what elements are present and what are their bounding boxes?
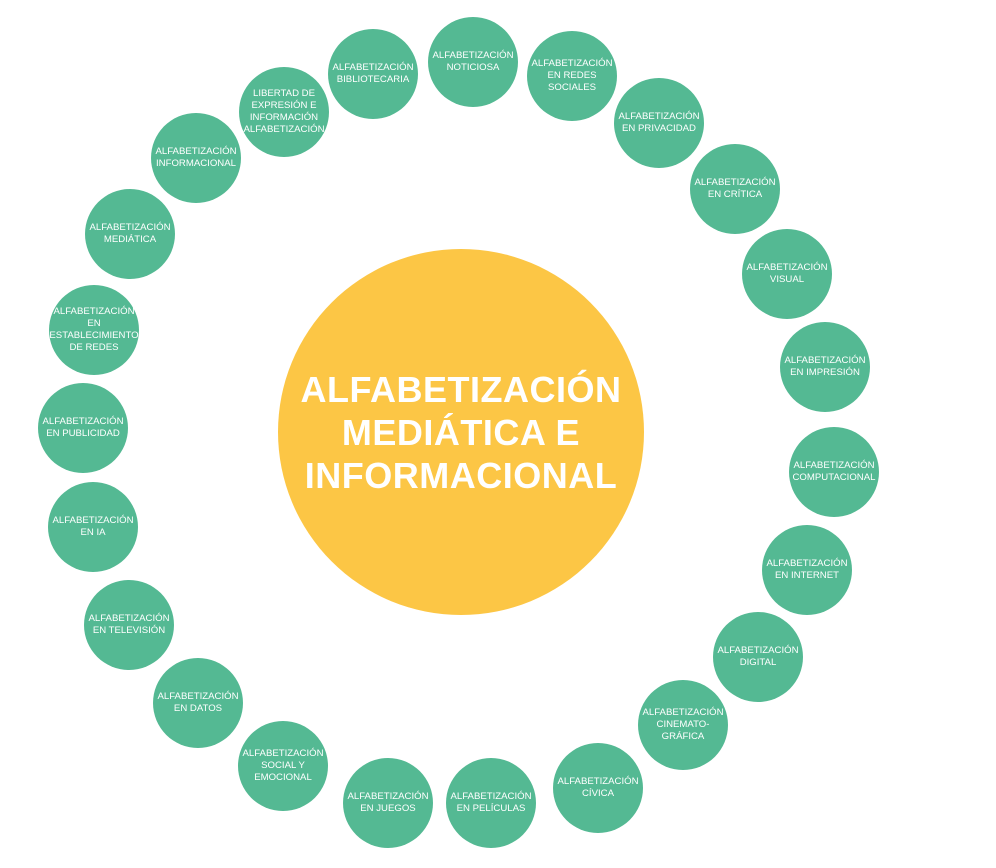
node-label: ALFABETIZACIÓN CÍVICA <box>557 776 639 799</box>
node-circle: ALFABETIZACIÓN INFORMACIONAL <box>151 113 241 203</box>
node-label: ALFABETIZACIÓN EN PUBLICIDAD <box>42 416 124 439</box>
node-circle: ALFABETIZACIÓN EN TELEVISIÓN <box>84 580 174 670</box>
node-label: ALFABETIZACIÓN EN PELÍCULAS <box>450 791 532 814</box>
node-circle: ALFABETIZACIÓN NOTICIOSA <box>428 17 518 107</box>
node-label: ALFABETIZACIÓN EN INTERNET <box>766 558 848 581</box>
node-label: ALFABETIZACIÓN EN JUEGOS <box>347 791 429 814</box>
node-circle: ALFABETIZACIÓN EN PELÍCULAS <box>446 758 536 848</box>
center-title: ALFABETIZACIÓN MEDIÁTICA E INFORMACIONAL <box>300 368 622 496</box>
node-circle: ALFABETIZACIÓN COMPUTACIONAL <box>789 427 879 517</box>
node-circle: ALFABETIZACIÓN MEDIÁTICA <box>85 189 175 279</box>
node-label: ALFABETIZACIÓN CINEMATO- GRÁFICA <box>642 707 724 742</box>
node-circle: LIBERTAD DE EXPRESIÓN E INFORMACIÓN ALFA… <box>239 67 329 157</box>
node-label: ALFABETIZACIÓN EN ESTABLECIMIENTO DE RED… <box>49 306 139 353</box>
node-label: ALFABETIZACIÓN MEDIÁTICA <box>89 222 171 245</box>
node-label: ALFABETIZACIÓN DIGITAL <box>717 645 799 668</box>
node-label: ALFABETIZACIÓN BIBLIOTECARIA <box>332 62 414 85</box>
node-label: ALFABETIZACIÓN EN REDES SOCIALES <box>531 58 613 93</box>
node-label: ALFABETIZACIÓN COMPUTACIONAL <box>792 460 876 483</box>
node-label: ALFABETIZACIÓN EN IA <box>52 515 134 538</box>
node-label: ALFABETIZACIÓN SOCIAL Y EMOCIONAL <box>242 748 324 783</box>
node-circle: ALFABETIZACIÓN EN INTERNET <box>762 525 852 615</box>
node-circle: ALFABETIZACIÓN EN IMPRESIÓN <box>780 322 870 412</box>
node-circle: ALFABETIZACIÓN SOCIAL Y EMOCIONAL <box>238 721 328 811</box>
node-circle: ALFABETIZACIÓN EN CRÍTICA <box>690 144 780 234</box>
node-label: ALFABETIZACIÓN EN DATOS <box>157 691 239 714</box>
node-label: LIBERTAD DE EXPRESIÓN E INFORMACIÓN ALFA… <box>243 88 325 135</box>
node-label: ALFABETIZACIÓN EN PRIVACIDAD <box>618 111 700 134</box>
node-circle: ALFABETIZACIÓN CINEMATO- GRÁFICA <box>638 680 728 770</box>
node-label: ALFABETIZACIÓN EN CRÍTICA <box>694 177 776 200</box>
node-circle: ALFABETIZACIÓN EN PUBLICIDAD <box>38 383 128 473</box>
node-label: ALFABETIZACIÓN INFORMACIONAL <box>155 146 237 169</box>
node-circle: ALFABETIZACIÓN VISUAL <box>742 229 832 319</box>
node-label: ALFABETIZACIÓN EN IMPRESIÓN <box>784 355 866 378</box>
center-circle: ALFABETIZACIÓN MEDIÁTICA E INFORMACIONAL <box>278 249 644 615</box>
node-circle: ALFABETIZACIÓN DIGITAL <box>713 612 803 702</box>
node-circle: ALFABETIZACIÓN EN DATOS <box>153 658 243 748</box>
node-circle: ALFABETIZACIÓN CÍVICA <box>553 743 643 833</box>
node-label: ALFABETIZACIÓN EN TELEVISIÓN <box>88 613 170 636</box>
node-circle: ALFABETIZACIÓN EN IA <box>48 482 138 572</box>
node-label: ALFABETIZACIÓN VISUAL <box>746 262 828 285</box>
node-circle: ALFABETIZACIÓN EN JUEGOS <box>343 758 433 848</box>
node-circle: ALFABETIZACIÓN EN PRIVACIDAD <box>614 78 704 168</box>
node-circle: ALFABETIZACIÓN BIBLIOTECARIA <box>328 29 418 119</box>
node-label: ALFABETIZACIÓN NOTICIOSA <box>432 50 514 73</box>
node-circle: ALFABETIZACIÓN EN ESTABLECIMIENTO DE RED… <box>49 285 139 375</box>
node-circle: ALFABETIZACIÓN EN REDES SOCIALES <box>527 31 617 121</box>
